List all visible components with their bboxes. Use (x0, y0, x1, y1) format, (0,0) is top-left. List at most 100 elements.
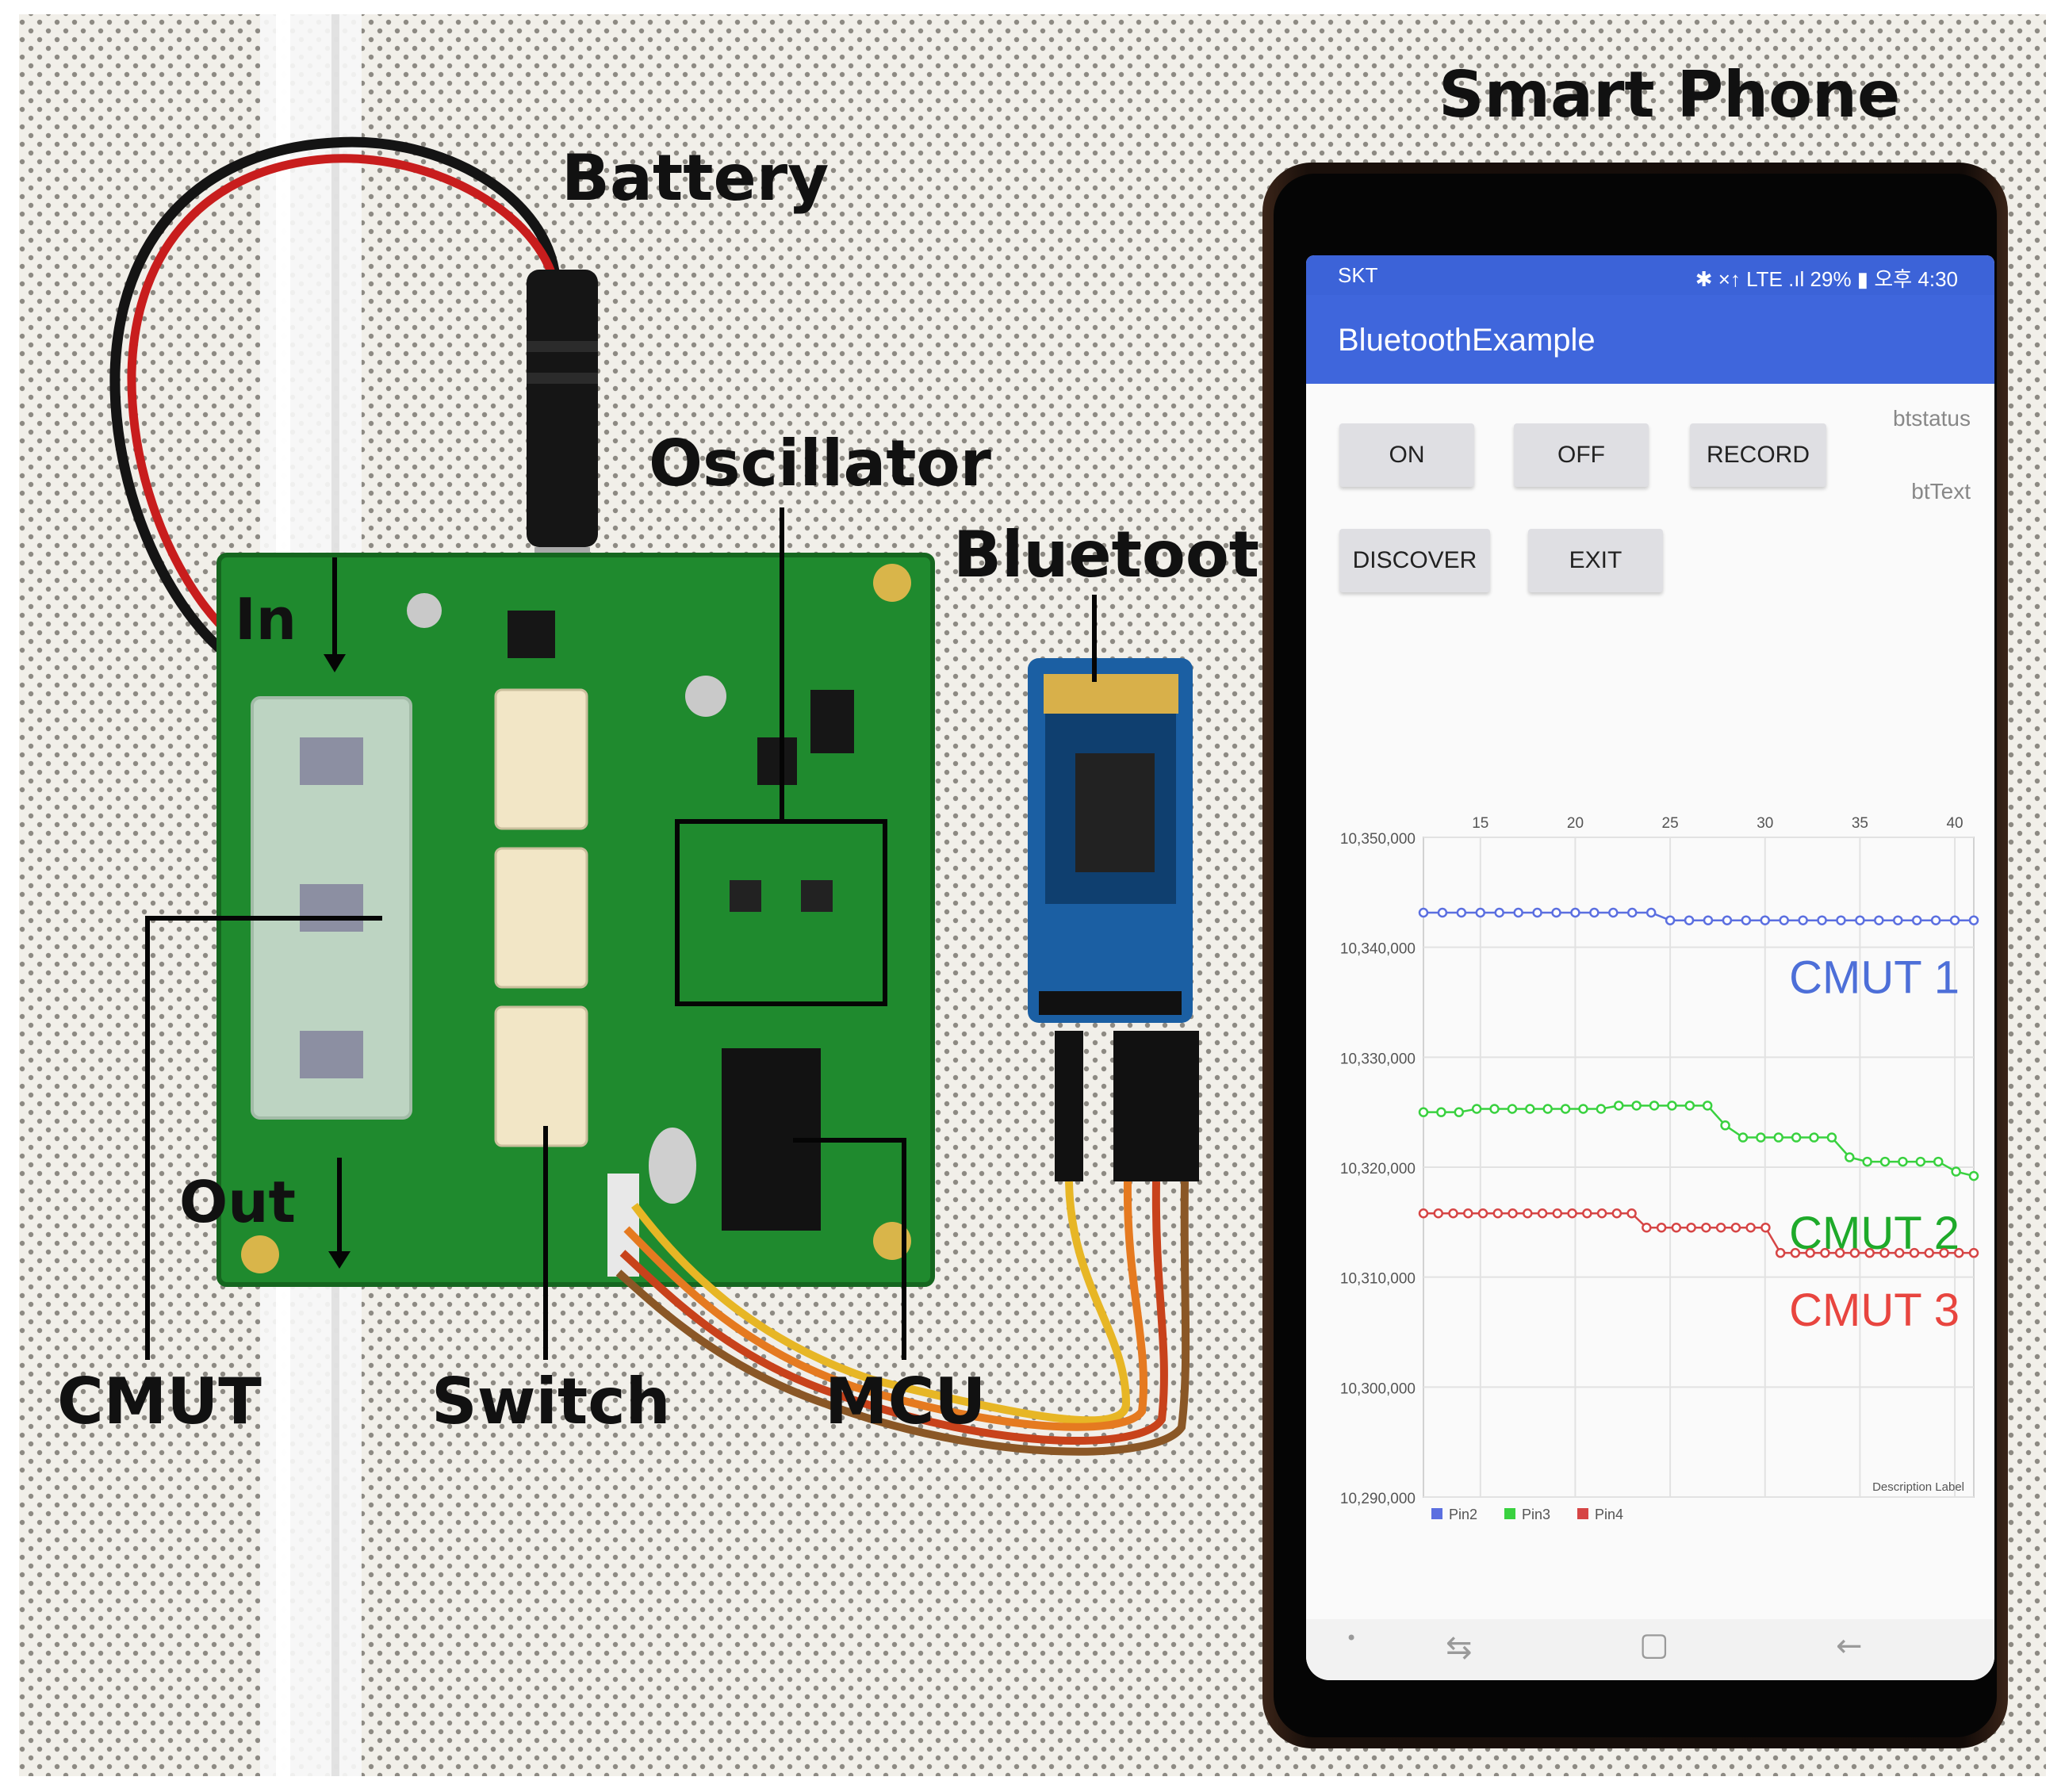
y-tick-label: 10,310,000 (1340, 1271, 1416, 1288)
data-point (1508, 1208, 1518, 1219)
battery-jack (527, 270, 598, 547)
data-point (1730, 1223, 1741, 1233)
off-button[interactable]: OFF (1514, 423, 1649, 487)
series-annotation: CMUT 1 (1789, 952, 1960, 1004)
data-point (1475, 907, 1486, 918)
cmut-label: CMUT (57, 1365, 262, 1438)
data-point (1817, 915, 1827, 925)
data-point (1911, 915, 1922, 925)
exit-button[interactable]: EXIT (1528, 529, 1663, 592)
y-tick-label: 10,320,000 (1340, 1161, 1416, 1177)
data-point (1805, 1247, 1815, 1258)
data-point (1418, 1208, 1429, 1219)
data-point (1437, 907, 1448, 918)
data-point (1589, 907, 1600, 918)
data-point (1436, 1107, 1446, 1117)
dot-icon[interactable]: • (1346, 1627, 1358, 1649)
data-point (1745, 1223, 1756, 1233)
data-point (1703, 915, 1714, 925)
battery-label: Battery (561, 141, 829, 215)
discover-button[interactable]: DISCOVER (1339, 529, 1490, 592)
data-point (1722, 915, 1733, 925)
relay-3 (494, 1005, 588, 1147)
battery-wire-red (127, 154, 560, 638)
home-icon[interactable]: ▢ (1639, 1626, 1669, 1663)
data-point (1456, 907, 1467, 918)
data-point (1951, 1166, 1961, 1177)
data-point (1968, 1247, 1979, 1258)
data-point (1760, 1223, 1771, 1233)
x-tick-label: 35 (1852, 815, 1868, 832)
series-annotation: CMUT 3 (1789, 1285, 1960, 1336)
data-point (1578, 1104, 1588, 1114)
data-point (1525, 1104, 1535, 1114)
data-point (1933, 1156, 1944, 1167)
data-point (1874, 915, 1884, 925)
relay-1 (494, 688, 588, 830)
data-point (1949, 915, 1960, 925)
data-point (1862, 1156, 1872, 1167)
data-point (1779, 915, 1789, 925)
bluetooth-label: Bluetooth (953, 518, 1305, 592)
data-point (1702, 1101, 1713, 1111)
data-point (1684, 1101, 1695, 1111)
data-point (1855, 915, 1865, 925)
cmut-leader (145, 916, 382, 1360)
y-tick-label: 10,300,000 (1340, 1380, 1416, 1397)
data-point (1909, 1247, 1920, 1258)
smart-phone-label: Smart Phone (1439, 58, 1901, 132)
data-point (1791, 1132, 1802, 1143)
data-point (1898, 1156, 1908, 1167)
data-point (1596, 1104, 1607, 1114)
data-point (1834, 1247, 1845, 1258)
oscillator-label: Oscillator (649, 427, 991, 500)
data-point (1760, 915, 1771, 925)
data-point (1567, 1208, 1577, 1219)
data-point (1552, 1208, 1563, 1219)
data-point (1507, 1104, 1518, 1114)
data-point (1631, 1101, 1642, 1111)
legend-swatch (1431, 1508, 1442, 1519)
record-button[interactable]: RECORD (1690, 423, 1826, 487)
data-point (1893, 915, 1903, 925)
mcu-label: MCU (825, 1365, 987, 1438)
legend-swatch (1577, 1508, 1588, 1519)
line-chart[interactable]: 10,350,00010,340,00010,330,00010,320,000… (1306, 795, 1994, 1587)
carrier-text: SKT (1338, 263, 1378, 287)
data-point (1773, 1132, 1783, 1143)
data-point (1492, 1208, 1504, 1219)
recents-icon[interactable]: ⇆ (1446, 1629, 1473, 1666)
on-button[interactable]: ON (1339, 423, 1474, 487)
phone-screen: SKT ✱ ×↑ LTE .ıl 29% ▮ 오후 4:30 Bluetooth… (1306, 255, 1994, 1680)
data-point (1537, 1208, 1548, 1219)
bttext-text: btText (1911, 479, 1971, 504)
data-point (1790, 1247, 1801, 1258)
x-tick-label: 30 (1757, 815, 1773, 832)
data-point (1608, 907, 1619, 918)
data-point (1826, 1132, 1837, 1143)
data-point (1477, 1208, 1488, 1219)
y-tick-label: 10,340,000 (1340, 941, 1416, 958)
app-title: BluetoothExample (1338, 323, 1596, 358)
data-point (1523, 1208, 1533, 1219)
back-icon[interactable]: ← (1836, 1628, 1863, 1664)
data-point (1775, 1247, 1786, 1258)
data-point (1649, 1101, 1660, 1111)
btstatus-text: btstatus (1892, 406, 1971, 431)
status-icons-text: ✱ ×↑ LTE .ıl 29% ▮ 오후 4:30 (1695, 267, 1958, 291)
data-point (1701, 1223, 1711, 1233)
data-point (1463, 1208, 1473, 1219)
data-point (1930, 915, 1941, 925)
data-point (1418, 907, 1429, 918)
data-point (1596, 1208, 1607, 1219)
y-tick-label: 10,330,000 (1340, 1051, 1416, 1067)
switch-label: Switch (431, 1365, 671, 1438)
data-point (1532, 907, 1542, 918)
data-point (1418, 1107, 1429, 1117)
status-bar: SKT ✱ ×↑ LTE .ıl 29% ▮ 오후 4:30 (1306, 255, 1994, 295)
data-point (1667, 1101, 1677, 1111)
x-tick-label: 40 (1946, 815, 1963, 832)
crystal (649, 1128, 696, 1204)
data-point (1433, 1208, 1444, 1219)
smartphone: SKT ✱ ×↑ LTE .ıl 29% ▮ 오후 4:30 Bluetooth… (1262, 163, 2008, 1748)
